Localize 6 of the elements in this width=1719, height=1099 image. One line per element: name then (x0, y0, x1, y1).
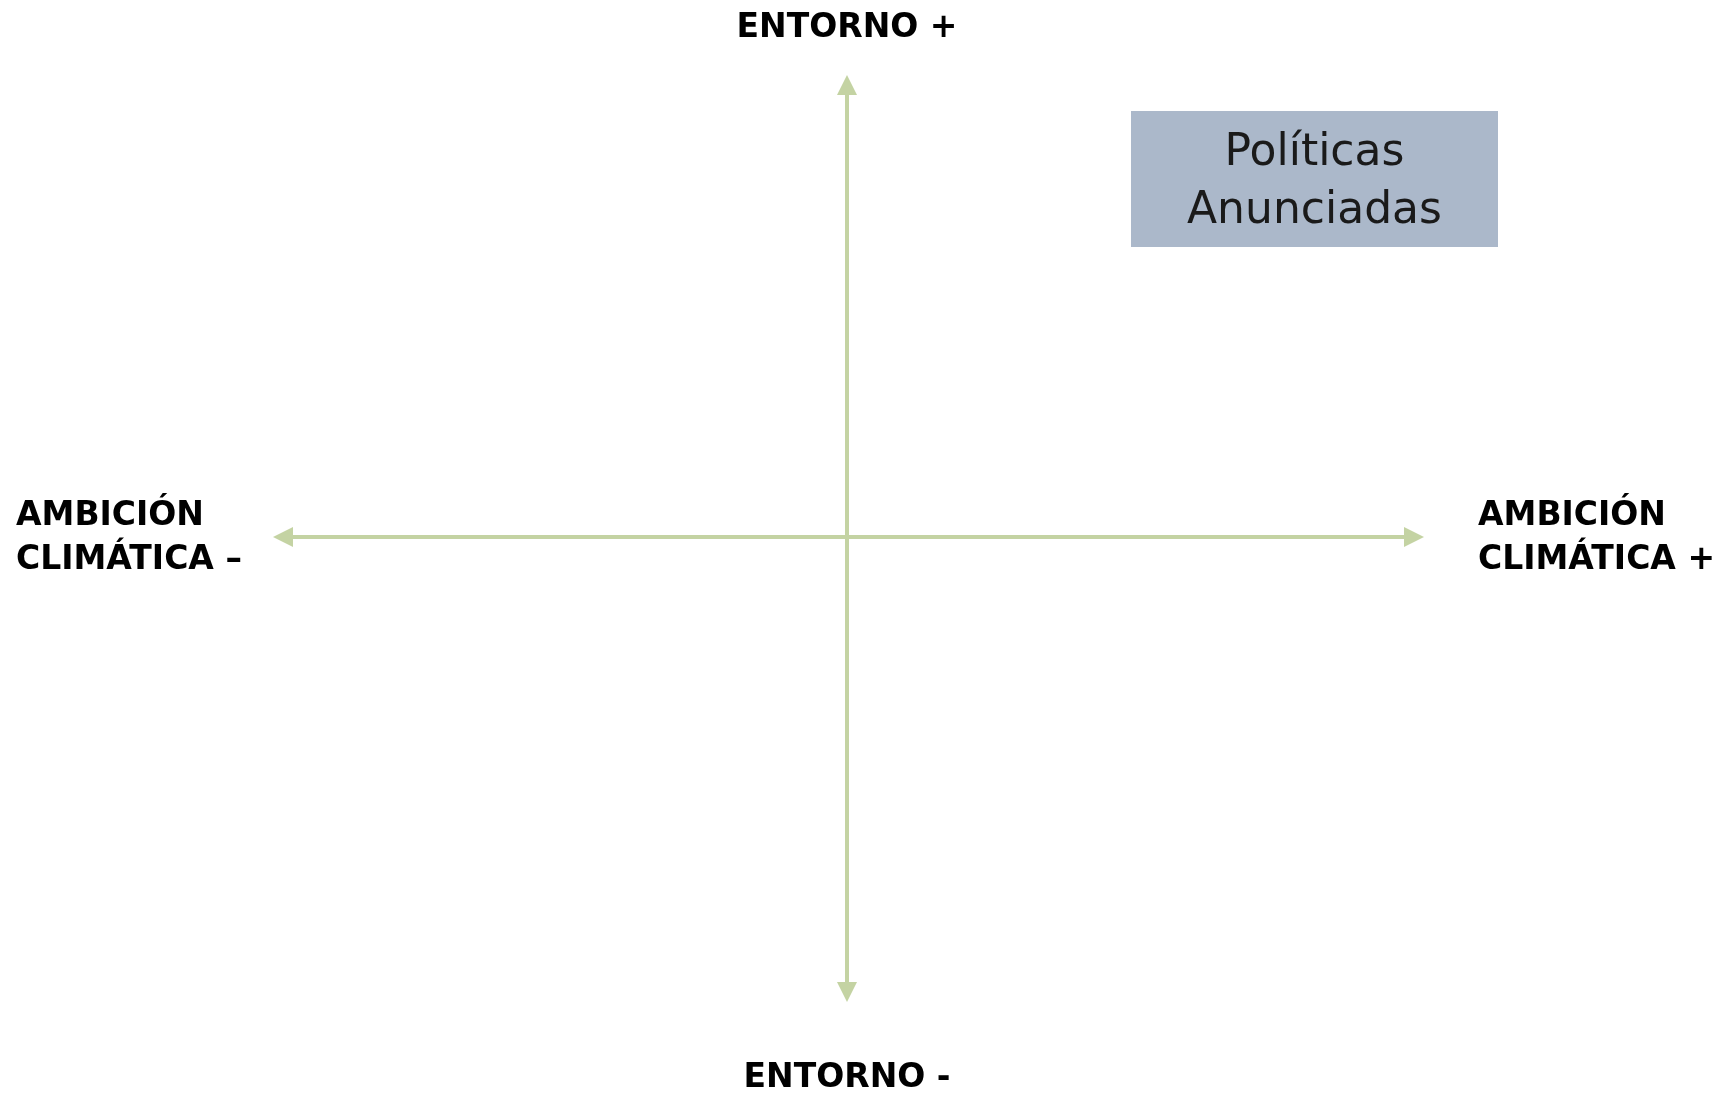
axis-label: ENTORNO + (735, 5, 959, 47)
scenario-box (1131, 111, 1498, 247)
axis-label: AMBICIÓN CLIMÁTICA + (1478, 492, 1717, 579)
axis-label: AMBICIÓN CLIMÁTICA – (16, 492, 243, 579)
axis-label: ENTORNO - (742, 1055, 952, 1097)
scenario-label: Políticas Anunciadas (1186, 123, 1443, 235)
